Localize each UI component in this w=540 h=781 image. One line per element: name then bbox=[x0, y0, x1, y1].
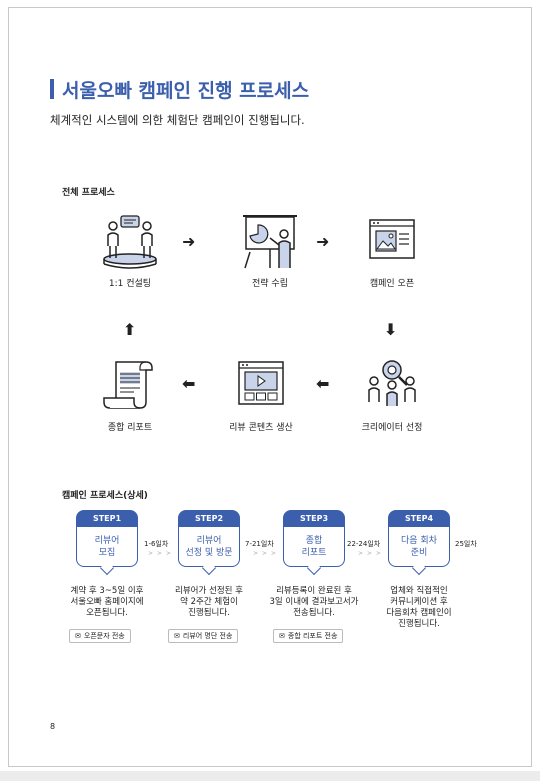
step-3-message-tag: ✉ 종합 리포트 전송 bbox=[273, 629, 344, 643]
step-3-card: STEP3 종합 리포트 bbox=[283, 510, 345, 576]
chevrons-1: > > > bbox=[148, 550, 172, 557]
step-2-tag-label: 리뷰어 명단 전송 bbox=[182, 632, 233, 640]
step-3-description: 리뷰등록이 완료된 후 3일 이내에 결과보고서가 전송됩니다. bbox=[264, 586, 364, 619]
step-2-description: 리뷰어가 선정된 후 약 2주간 체험이 진행됩니다. bbox=[159, 586, 259, 619]
node-consulting: 1:1 컨설팅 bbox=[75, 212, 185, 289]
step-2-body: 리뷰어 선정 및 방문 bbox=[178, 527, 240, 576]
duration-3: 22-24일차 bbox=[347, 540, 381, 548]
step-2-badge: STEP2 bbox=[178, 510, 240, 527]
step-1-tag-label: 오픈문자 전송 bbox=[83, 632, 125, 640]
node-strategy: 전략 수립 bbox=[215, 212, 325, 289]
step-2-card: STEP2 리뷰어 선정 및 방문 bbox=[178, 510, 240, 576]
duration-1: 1-6일차 bbox=[144, 540, 169, 548]
step-3-title-line-2: 리포트 bbox=[301, 547, 327, 558]
node-label-campaign-open: 캠페인 오픈 bbox=[369, 279, 415, 289]
step-2-description-line: 약 2주간 체험이 bbox=[180, 597, 238, 607]
node-campaign-open: 캠페인 오픈 bbox=[337, 212, 447, 289]
step-1-title-line-1: 리뷰어 bbox=[94, 535, 120, 546]
creator-selection-icon bbox=[368, 360, 416, 406]
step-4-card: STEP4 다음 회차 준비 bbox=[388, 510, 450, 576]
step-3-badge: STEP3 bbox=[283, 510, 345, 527]
step-1-description: 계약 후 3~5일 이후 서울오빠 홈페이지에 오픈됩니다. bbox=[57, 586, 157, 619]
detail-process-label: 캠페인 프로세스(상세) bbox=[62, 491, 148, 501]
step-3-title-line-1: 종합 bbox=[305, 535, 323, 546]
arrow-right-1: ➜ bbox=[182, 232, 196, 251]
step-4-description-line: 진행됩니다. bbox=[398, 619, 440, 629]
page-bottom-edge bbox=[0, 771, 540, 781]
step-1-title-line-2: 모집 bbox=[98, 547, 116, 558]
node-creator-selection: 크리에이터 선정 bbox=[337, 356, 447, 433]
node-label-creator-selection: 크리에이터 선정 bbox=[361, 423, 423, 433]
mail-icon: ✉ bbox=[174, 632, 180, 640]
step-2-title-line-1: 리뷰어 bbox=[196, 535, 222, 546]
step-1-message-tag: ✉ 오픈문자 전송 bbox=[69, 629, 131, 643]
node-review-content: 리뷰 콘텐츠 생산 bbox=[206, 356, 316, 433]
report-scroll-icon bbox=[103, 361, 153, 409]
node-label-strategy: 전략 수립 bbox=[252, 279, 288, 289]
step-2-description-line: 리뷰어가 선정된 후 bbox=[175, 586, 243, 596]
page-title: 서울오빠 캠페인 진행 프로세스 bbox=[62, 80, 310, 102]
step-3-body: 종합 리포트 bbox=[283, 527, 345, 576]
title-accent-bar bbox=[50, 79, 54, 99]
arrow-up: ⬆ bbox=[123, 320, 137, 339]
step-2-description-line: 진행됩니다. bbox=[188, 608, 230, 618]
step-2-message-tag: ✉ 리뷰어 명단 전송 bbox=[168, 629, 239, 643]
step-4-description-line: 커뮤니케이션 후 bbox=[390, 597, 448, 607]
step-1-badge: STEP1 bbox=[76, 510, 138, 527]
step-4-description: 업체와 직접적인 커뮤니케이션 후 다음회차 캠페인이 진행됩니다. bbox=[369, 586, 469, 630]
chevrons-3: > > > bbox=[358, 550, 382, 557]
step-1-description-line: 계약 후 3~5일 이후 bbox=[70, 586, 144, 596]
chevrons-2: > > > bbox=[253, 550, 277, 557]
duration-4: 25일차 bbox=[455, 540, 477, 548]
step-1-description-line: 오픈됩니다. bbox=[86, 608, 128, 618]
step-4-body: 다음 회차 준비 bbox=[388, 527, 450, 576]
overall-process-label: 전체 프로세스 bbox=[62, 188, 115, 198]
step-2-title-line-2: 선정 및 방문 bbox=[185, 547, 233, 558]
node-report: 종합 리포트 bbox=[75, 356, 185, 433]
node-label-report: 종합 리포트 bbox=[107, 423, 153, 433]
step-3-description-line: 리뷰등록이 완료된 후 bbox=[276, 586, 352, 596]
mail-icon: ✉ bbox=[75, 632, 81, 640]
page-number: 8 bbox=[50, 722, 56, 731]
step-4-description-line: 업체와 직접적인 bbox=[390, 586, 448, 596]
node-label-review-content: 리뷰 콘텐츠 생산 bbox=[229, 423, 293, 433]
step-4-badge: STEP4 bbox=[388, 510, 450, 527]
strategy-presentation-icon bbox=[243, 215, 297, 269]
step-1-description-line: 서울오빠 홈페이지에 bbox=[70, 597, 144, 607]
step-3-description-line: 전송됩니다. bbox=[293, 608, 335, 618]
duration-2: 7-21일차 bbox=[245, 540, 274, 548]
step-3-description-line: 3일 이내에 결과보고서가 bbox=[269, 597, 359, 607]
arrow-down: ⬇ bbox=[384, 320, 398, 339]
arrow-left-2: ⬅ bbox=[182, 374, 196, 393]
step-4-title-line-2: 준비 bbox=[410, 547, 428, 558]
mail-icon: ✉ bbox=[279, 632, 285, 640]
step-1-body: 리뷰어 모집 bbox=[76, 527, 138, 576]
step-1-card: STEP1 리뷰어 모집 bbox=[76, 510, 138, 576]
arrow-left-1: ⬅ bbox=[316, 374, 330, 393]
campaign-window-icon bbox=[369, 219, 415, 259]
page-subtitle: 체계적인 시스템에 의한 체험단 캠페인이 진행됩니다. bbox=[50, 113, 305, 127]
video-review-icon bbox=[238, 361, 284, 405]
step-4-description-line: 다음회차 캠페인이 bbox=[386, 608, 452, 618]
node-label-consulting: 1:1 컨설팅 bbox=[108, 279, 152, 289]
arrow-right-2: ➜ bbox=[316, 232, 330, 251]
step-3-tag-label: 종합 리포트 전송 bbox=[287, 632, 338, 640]
step-4-title-line-1: 다음 회차 bbox=[401, 535, 437, 546]
consulting-icon bbox=[103, 215, 157, 269]
